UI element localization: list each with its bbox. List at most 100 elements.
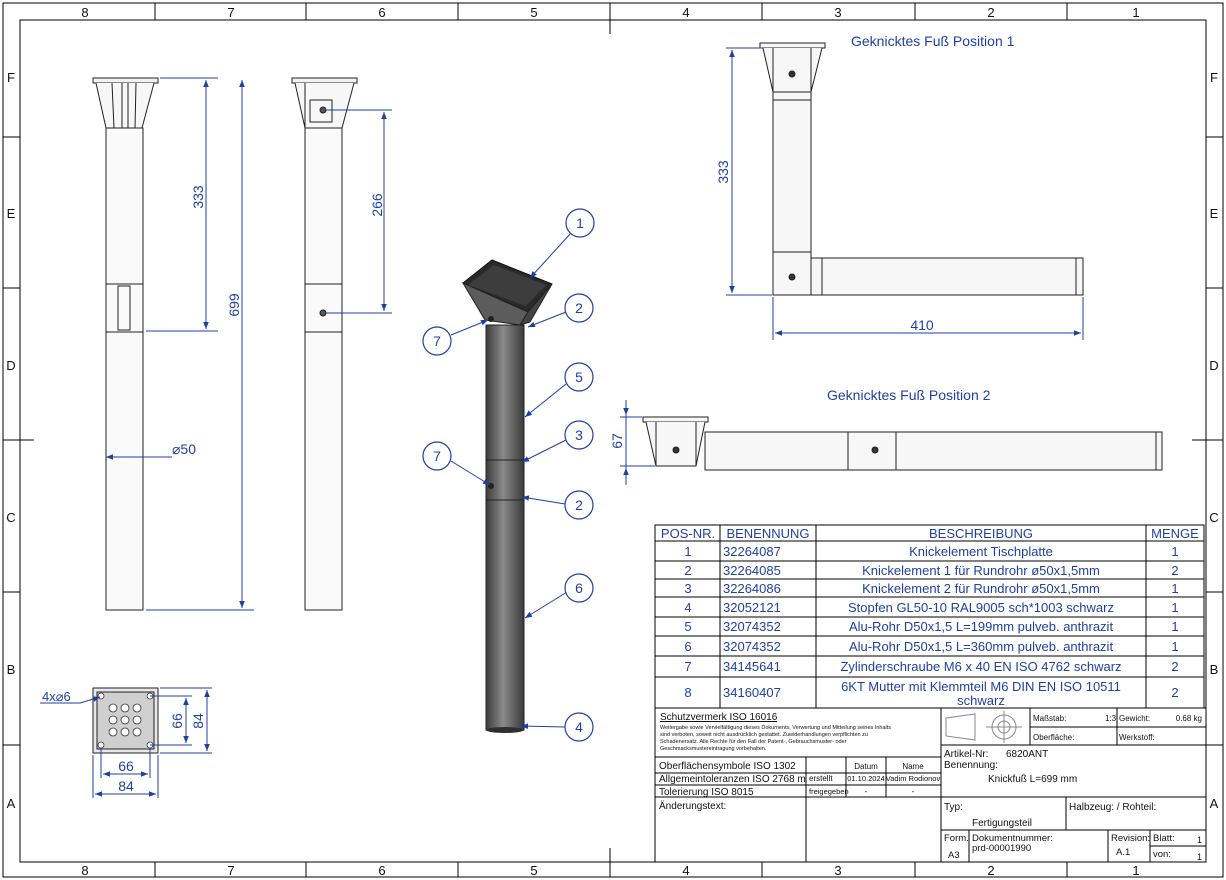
- bom-header-menge: MENGE: [1151, 526, 1199, 541]
- row-label-right-A: A: [1210, 796, 1219, 811]
- bom-row-pos: 1: [684, 544, 691, 559]
- datum-label: Datum: [854, 762, 878, 771]
- bom-row-pos: 7: [684, 659, 691, 674]
- bom-row-qty: 1: [1171, 581, 1178, 596]
- blatt-label: Blatt:: [1153, 833, 1175, 844]
- dokumentnummer-label: Dokumentnummer:: [972, 833, 1053, 844]
- col-label-bottom-6: 6: [378, 863, 385, 878]
- col-label-bottom-3: 3: [834, 863, 841, 878]
- row-label-left-D: D: [6, 358, 15, 373]
- bom-row-benennung: 32264085: [723, 563, 781, 578]
- bom-row-description: Alu-Rohr D50x1,5 L=199mm pulveb. anthraz…: [849, 619, 1114, 634]
- front-view-dims: [106, 77, 254, 611]
- dim-84-horizontal: 84: [118, 778, 134, 794]
- freigegeben-name: -: [912, 787, 915, 796]
- row-label-left-A: A: [7, 796, 16, 811]
- bom-row-benennung: 32052121: [723, 600, 781, 615]
- allgemeintoleranzen: Allgemeintoleranzen ISO 2768 m: [659, 774, 806, 785]
- col-label-bottom-5: 5: [530, 863, 537, 878]
- balloon-1: 1: [576, 215, 584, 231]
- form-label: Form.: [944, 833, 969, 844]
- bom-table: POS-NR. BENENNUNG BESCHREIBUNG MENGE 1 3…: [654, 524, 1205, 709]
- von-label: von:: [1153, 849, 1171, 860]
- row-label-right-C: C: [1209, 510, 1218, 525]
- blatt-value: 1: [1197, 835, 1202, 845]
- bom-header-beschreibung: BESCHREIBUNG: [929, 526, 1033, 541]
- bom-row-qty: 1: [1171, 600, 1178, 615]
- position-1-dims: [726, 47, 1084, 340]
- bom-row-pos: 4: [684, 600, 691, 615]
- dim-699: 699: [226, 293, 242, 317]
- bom-row-benennung: 34160407: [723, 685, 781, 700]
- dim-410: 410: [910, 317, 934, 333]
- typ-value: Fertigungsteil: [972, 818, 1032, 829]
- bom-row-pos: 2: [684, 563, 691, 578]
- balloon-7b: 7: [433, 448, 441, 464]
- col-label-bottom-2: 2: [987, 863, 994, 878]
- dim-66-horizontal: 66: [118, 758, 134, 774]
- balloon-7a: 7: [433, 333, 441, 349]
- bom-row-pos: 8: [684, 685, 691, 700]
- row-label-left-E: E: [7, 206, 16, 221]
- row-label-right-F: F: [1210, 70, 1218, 85]
- bom-row-description: Alu-Rohr D50x1,5 L=360mm pulveb. anthraz…: [849, 639, 1114, 654]
- col-label-top-4: 4: [682, 5, 689, 20]
- von-value: 1: [1197, 852, 1202, 862]
- oberflaeche-label: Oberfläche:: [1033, 733, 1074, 742]
- bom-row-pos: 6: [684, 639, 691, 654]
- dim-84-vertical: 84: [190, 713, 206, 729]
- bom-row-pos: 3: [684, 581, 691, 596]
- balloon-leaders: [450, 232, 572, 729]
- name-label: Name: [902, 762, 924, 771]
- top-plate-view: [92, 687, 159, 754]
- bom-row-benennung: 32074352: [723, 639, 781, 654]
- col-label-top-2: 2: [987, 5, 994, 20]
- bom-row-description: Knickelement Tischplatte: [909, 544, 1053, 559]
- massstab-label: Maßstab:: [1033, 714, 1066, 723]
- typ-label: Typ:: [944, 802, 963, 813]
- balloon-4: 4: [575, 719, 583, 735]
- col-label-bottom-8: 8: [81, 863, 88, 878]
- dim-holes: 4x⌀6: [42, 689, 71, 704]
- benennung-value: Knickfuß L=699 mm: [988, 774, 1077, 785]
- dim-333: 333: [190, 185, 206, 209]
- col-label-top-1: 1: [1132, 5, 1139, 20]
- gewicht-label: Gewicht:: [1119, 714, 1150, 723]
- side-view: [291, 77, 358, 611]
- balloon-3: 3: [575, 427, 583, 443]
- bom-row-qty: 2: [1171, 563, 1178, 578]
- col-label-top-6: 6: [378, 5, 385, 20]
- erstellt-datum: 01.10.2024: [847, 774, 885, 783]
- tolerierung: Tolerierung ISO 8015: [659, 787, 754, 798]
- gewicht-value: 0.68 kg: [1176, 714, 1202, 723]
- werkstoff-label: Werkstoff:: [1119, 733, 1155, 742]
- col-label-top-3: 3: [834, 5, 841, 20]
- revision-label: Revision:: [1111, 833, 1150, 844]
- col-label-bottom-4: 4: [682, 863, 689, 878]
- col-label-top-7: 7: [227, 5, 234, 20]
- position-2-view: [642, 416, 1163, 471]
- bom-row-qty: 1: [1171, 619, 1178, 634]
- balloons: [422, 208, 595, 742]
- dim-diameter-50: ⌀50: [172, 441, 196, 457]
- bom-row-description: 6KT Mutter mit Klemmteil M6 DIN EN ISO 1…: [841, 679, 1121, 694]
- erstellt-label: erstellt: [809, 774, 833, 783]
- col-label-bottom-1: 1: [1132, 863, 1139, 878]
- bom-row-description: Knickelement 2 für Rundrohr ø50x1,5mm: [862, 581, 1100, 596]
- col-label-top-5: 5: [530, 5, 537, 20]
- bom-row-description-line-2: schwarz: [957, 693, 1005, 708]
- bom-row-qty: 2: [1171, 685, 1178, 700]
- bom-row-pos: 5: [684, 619, 691, 634]
- dim-333-position-1: 333: [715, 160, 731, 184]
- row-label-left-B: B: [7, 662, 16, 677]
- balloon-5: 5: [575, 369, 583, 385]
- aenderung-label: Änderungstext:: [659, 800, 726, 812]
- erstellt-name: Vadim Rodionov: [886, 774, 941, 783]
- halbzeug-label: Halbzeug: / Rohteil:: [1069, 802, 1156, 813]
- bom-header-benennung: BENENNUNG: [726, 526, 809, 541]
- bom-row-description: Zylinderschraube M6 x 40 EN ISO 4762 sch…: [840, 659, 1121, 674]
- bom-row-benennung: 32264086: [723, 581, 781, 596]
- bom-row-qty: 1: [1171, 639, 1178, 654]
- isometric-view: [461, 259, 553, 733]
